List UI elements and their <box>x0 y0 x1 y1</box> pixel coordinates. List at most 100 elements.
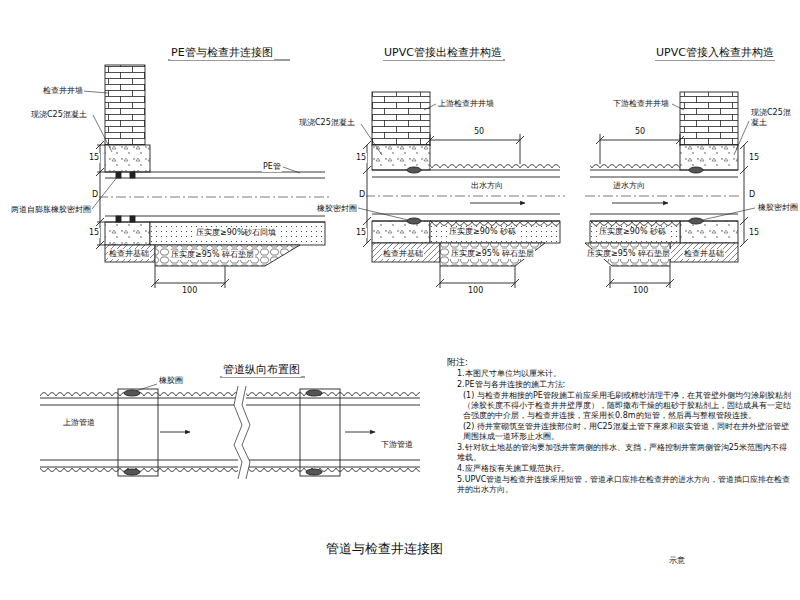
flow-arrow <box>345 432 375 433</box>
dimension-line <box>740 141 748 247</box>
flow-arrow <box>160 432 190 433</box>
part-label: 两道自膨胀橡胶密封圈 <box>10 205 92 215</box>
corrugation <box>590 164 680 170</box>
flow-arrow <box>470 203 525 204</box>
part-label: 下游检查井井墙 <box>612 99 670 109</box>
note-text: 4.应严格按有关施工规范执行。 <box>456 464 570 474</box>
part-label: 压实度≥90% 砂砾 <box>598 227 667 237</box>
concrete-fill <box>105 222 150 245</box>
part-label: 现浇C25混凝土 <box>750 108 796 128</box>
pipe-wall <box>590 170 738 171</box>
note-heading: 附注: <box>446 357 469 368</box>
sand-backfill <box>150 222 325 245</box>
brick-wall <box>372 92 430 145</box>
part-label: PE管 <box>262 162 282 172</box>
dimension-line <box>596 134 684 164</box>
dimension-text: 100 <box>467 286 484 296</box>
section-title: UPVC管接出检查井构造 <box>383 46 503 60</box>
pipe-wall <box>105 178 325 179</box>
foundation <box>372 243 440 262</box>
part-label: 检查井基础 <box>382 249 424 259</box>
note-text: 3.针对软土地基的管沟要加强井室两侧的排水、支挡，严格控制井室两侧管沟25米范围… <box>456 443 794 463</box>
dimension-text: 15 <box>88 228 100 238</box>
corrugation <box>246 467 420 473</box>
rubber-ring <box>306 390 322 396</box>
pipe-wall <box>372 170 560 171</box>
part-label: 上游管道 <box>62 418 96 428</box>
pipe-wall <box>372 177 560 178</box>
concrete-fill <box>680 145 738 170</box>
section-title: 管道纵向布置图 <box>222 363 301 377</box>
part-label: 检查井基础 <box>108 249 150 259</box>
part-label: 检查井基础 <box>683 249 725 259</box>
seal-ring <box>116 216 121 222</box>
pipe-wall <box>590 177 738 178</box>
leader-line <box>358 104 436 220</box>
dimension-text: D <box>748 190 756 200</box>
sand-backfill <box>590 221 680 243</box>
dimension-text: 15 <box>748 153 760 163</box>
dimension-text: 100 <box>632 286 649 296</box>
seal-ring <box>116 172 121 178</box>
concrete-fill <box>372 221 430 243</box>
section-title: UPVC管接入检查井构造 <box>655 46 775 60</box>
pipe-wall <box>105 172 325 173</box>
pipe-bell <box>300 389 340 476</box>
leader-line <box>672 104 755 220</box>
foundation <box>105 245 155 262</box>
brick-wall <box>105 65 145 145</box>
concrete-fill <box>105 145 150 172</box>
pipe-wall <box>246 398 420 467</box>
dimension-text: D <box>91 190 99 200</box>
rubber-ring <box>689 218 703 224</box>
dimension-text: 15 <box>355 153 367 163</box>
concrete-fill <box>680 221 738 243</box>
dimension-line <box>426 134 524 164</box>
pe-connection-section <box>82 60 332 288</box>
note-text: 1.本图尺寸单位均以厘米计。 <box>456 369 562 379</box>
part-label: 现浇C25混凝土 <box>298 118 356 128</box>
section-title: PE管与检查井连接图 <box>170 46 274 60</box>
leader-line <box>136 384 157 391</box>
dimension-text: 50 <box>634 127 646 137</box>
dimension-text: 50 <box>473 127 485 137</box>
part-label: 压实度≥90% 砂砾 <box>448 227 517 237</box>
part-label: 压实度≥90%砂石回填 <box>195 228 277 238</box>
pipe-wall <box>590 221 738 222</box>
note-text: (1) 与检查井相接的PE管段施工前应采用毛刷或棉纱清理干净，在其管壁外侧均匀涂… <box>462 391 794 421</box>
dimension-text: 15 <box>355 228 367 238</box>
seal-ring <box>130 216 135 222</box>
note-text: 5.UPVC管道与检查井连接采用短管，管道承口应排在检查井的进水方向，管道插口应… <box>456 475 794 495</box>
pipe-wall <box>105 216 325 217</box>
dimension-text: D <box>358 190 366 200</box>
flow-arrow <box>612 203 668 204</box>
note-text: (2) 待井室砌筑至管井连接部位时，用C25混凝土管下座浆和嵌实管道，同时在井外… <box>462 422 794 442</box>
center-line <box>98 197 332 198</box>
concrete-fill <box>372 145 430 170</box>
sand-backfill <box>430 221 560 243</box>
corrugation <box>246 392 420 398</box>
longitudinal-section <box>40 377 420 479</box>
gravel-bed <box>440 243 545 266</box>
dimension-line <box>151 266 229 288</box>
rubber-ring <box>124 390 140 396</box>
rubber-ring <box>306 469 322 475</box>
part-label: 上游检查井井墙 <box>437 99 495 109</box>
seal-ring <box>130 172 135 178</box>
foundation <box>670 243 738 262</box>
part-label: 压实度≥95% 碎石垫层 <box>450 249 535 259</box>
rubber-ring <box>407 218 421 224</box>
upvc-outlet-section <box>358 60 565 288</box>
part-label: 检查井井墙 <box>42 86 84 96</box>
upvc-inlet-section <box>585 60 775 288</box>
rubber-ring <box>124 469 140 475</box>
dimension-line <box>436 266 519 288</box>
part-label: 橡胶密封圈 <box>316 204 358 214</box>
part-label: 压实度≥95% 碎石垫层 <box>170 250 255 260</box>
dimension-line <box>606 266 674 288</box>
center-line <box>365 196 565 197</box>
pipe-wall <box>40 398 238 467</box>
corrugation <box>430 164 560 170</box>
part-label: 压实度≥95% 碎石垫层 <box>586 249 671 259</box>
